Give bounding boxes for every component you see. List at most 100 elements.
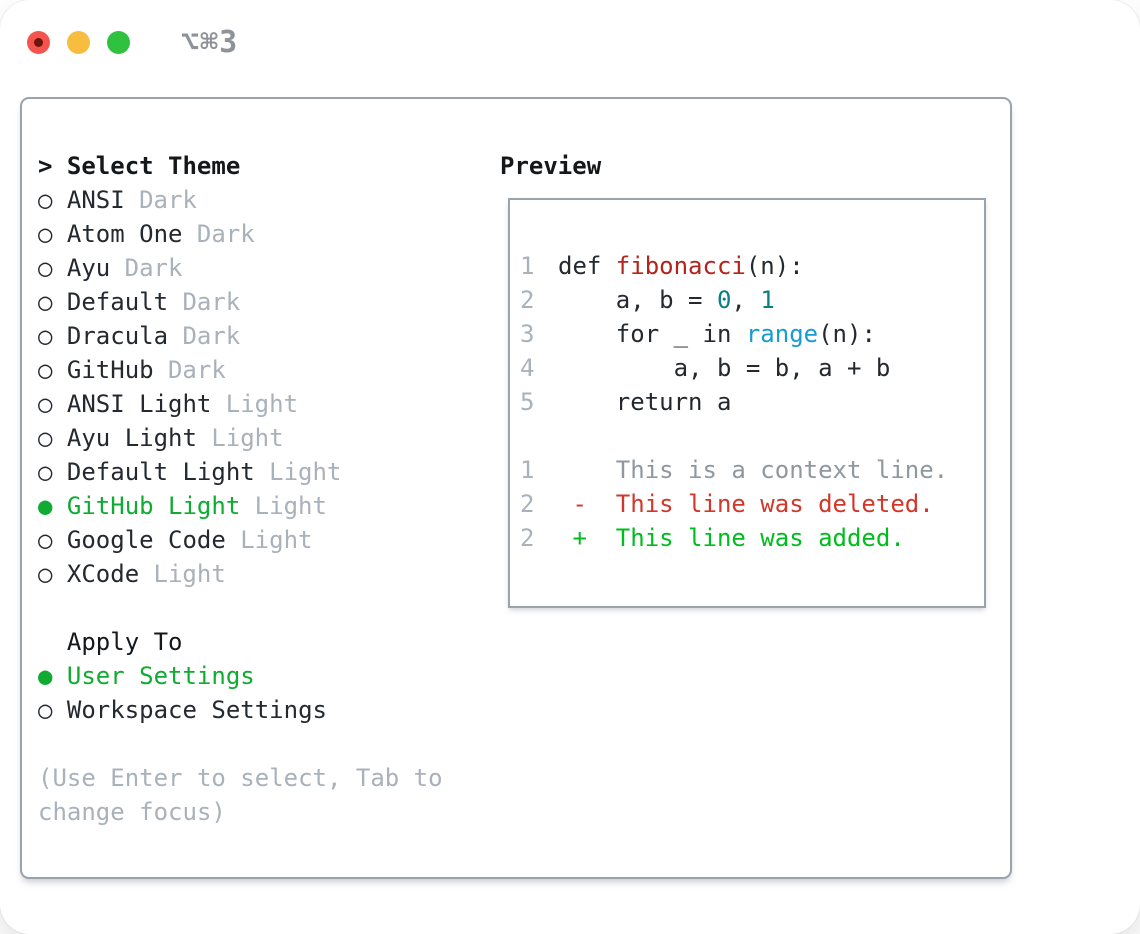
- theme-option-label: GitHub: [66, 356, 154, 384]
- code-lines: 1 def fibonacci(n): 2 a, b = 0, 1 3 for _…: [520, 249, 984, 555]
- theme-variant-tag: Dark: [182, 288, 241, 316]
- apply-to-option-label: Workspace Settings: [66, 696, 327, 724]
- code-line-content: + This line was added.: [558, 524, 905, 552]
- theme-variant-tag: Light: [211, 424, 284, 452]
- line-number: 4: [520, 354, 535, 382]
- theme-option[interactable]: ○ Google Code Light: [38, 523, 443, 557]
- apply-to-option[interactable]: ● User Settings: [38, 659, 443, 693]
- line-number: 1: [520, 456, 535, 484]
- close-button[interactable]: [27, 31, 50, 54]
- line-number: 2: [520, 490, 535, 518]
- code-line: 1 This is a context line.: [520, 453, 984, 487]
- theme-variant-tag: Light: [254, 492, 327, 520]
- theme-option[interactable]: ○ Atom One Dark: [38, 217, 443, 251]
- radio-icon: ○: [38, 458, 53, 486]
- line-number: 2: [520, 286, 535, 314]
- code-line-content: a, b = b, a + b: [558, 354, 891, 382]
- minimize-button[interactable]: [67, 31, 90, 54]
- radio-icon: ○: [38, 696, 53, 724]
- theme-option-label: Google Code: [66, 526, 226, 554]
- code-line-content: return a: [558, 388, 732, 416]
- theme-option-label: Atom One: [66, 220, 183, 248]
- close-modified-dot-icon: [34, 38, 43, 47]
- radio-icon: ○: [38, 322, 53, 350]
- theme-variant-tag: Light: [153, 560, 226, 588]
- theme-option[interactable]: ○ Ayu Light Light: [38, 421, 443, 455]
- code-line: 1 def fibonacci(n):: [520, 249, 984, 283]
- code-line: 4 a, b = b, a + b: [520, 351, 984, 385]
- theme-option[interactable]: ○ Ayu Dark: [38, 251, 443, 285]
- code-line: 2 - This line was deleted.: [520, 487, 984, 521]
- theme-variant-tag: Light: [240, 526, 313, 554]
- radio-icon: ●: [38, 662, 53, 690]
- code-line-content: def fibonacci(n):: [558, 252, 804, 280]
- theme-option[interactable]: ○ Default Light Light: [38, 455, 443, 489]
- title-bar: ⌥⌘3: [27, 25, 238, 60]
- radio-icon: ○: [38, 254, 53, 282]
- apply-to-option-label: User Settings: [66, 662, 255, 690]
- line-number: 2: [520, 524, 535, 552]
- apply-to-header: Apply To: [38, 625, 443, 659]
- theme-option-label: GitHub Light: [66, 492, 241, 520]
- code-preview-box: 1 def fibonacci(n): 2 a, b = 0, 1 3 for _…: [508, 198, 986, 608]
- code-line: 2 a, b = 0, 1: [520, 283, 984, 317]
- code-line-content: This is a context line.: [558, 456, 949, 484]
- theme-option-label: Ayu: [66, 254, 111, 282]
- line-number: 1: [520, 252, 535, 280]
- code-line: 5 return a: [520, 385, 984, 419]
- code-line-content: for _ in range(n):: [558, 320, 876, 348]
- select-theme-title: Select Theme: [66, 152, 241, 180]
- theme-variant-tag: Dark: [139, 186, 197, 214]
- theme-option[interactable]: ● GitHub Light Light: [38, 489, 443, 523]
- radio-icon: ○: [38, 560, 53, 588]
- line-number: 3: [520, 320, 535, 348]
- radio-icon: ○: [38, 390, 53, 418]
- theme-variant-tag: Dark: [196, 220, 255, 248]
- theme-option-label: ANSI: [66, 186, 125, 214]
- radio-icon: ○: [38, 424, 53, 452]
- radio-icon: ○: [38, 356, 53, 384]
- code-line: 3 for _ in range(n):: [520, 317, 984, 351]
- spacer: [38, 727, 443, 761]
- theme-option[interactable]: ○ Dracula Dark: [38, 319, 443, 353]
- maximize-button[interactable]: [107, 31, 130, 54]
- theme-variant-tag: Light: [269, 458, 342, 486]
- preview-title: Preview: [500, 152, 602, 180]
- theme-option-label: Default Light: [66, 458, 255, 486]
- window-title: ⌥⌘3: [181, 25, 239, 60]
- theme-option-label: Dracula: [66, 322, 169, 350]
- line-number: 5: [520, 388, 535, 416]
- help-text-line-2: change focus): [38, 798, 226, 826]
- theme-option-label: XCode: [66, 560, 140, 588]
- code-line: 2 + This line was added.: [520, 521, 984, 555]
- help-text-line-1: (Use Enter to select, Tab to: [38, 764, 443, 792]
- theme-option-label: Default: [66, 288, 169, 316]
- theme-variant-tag: Dark: [182, 322, 241, 350]
- theme-variant-tag: Dark: [124, 254, 183, 282]
- theme-option[interactable]: ○ GitHub Dark: [38, 353, 443, 387]
- theme-variant-tag: Dark: [167, 356, 226, 384]
- code-line-content: - This line was deleted.: [558, 490, 934, 518]
- select-theme-header: >Select Theme: [38, 149, 443, 183]
- theme-option[interactable]: ○ ANSI Light Light: [38, 387, 443, 421]
- radio-icon: ○: [38, 288, 53, 316]
- code-line: [520, 419, 984, 453]
- theme-option[interactable]: ○ ANSI Dark: [38, 183, 443, 217]
- radio-icon: ○: [38, 526, 53, 554]
- theme-option-label: Ayu Light: [66, 424, 197, 452]
- radio-icon: ○: [38, 186, 53, 214]
- apply-to-title: Apply To: [66, 628, 183, 656]
- theme-variant-tag: Light: [225, 390, 299, 418]
- apply-to-list: ● User Settings ○ Workspace Settings: [38, 659, 443, 727]
- radio-icon: ○: [38, 220, 53, 248]
- spacer: [38, 591, 443, 625]
- theme-option[interactable]: ○ XCode Light: [38, 557, 443, 591]
- apply-to-option[interactable]: ○ Workspace Settings: [38, 693, 443, 727]
- radio-icon: ●: [38, 492, 53, 520]
- theme-option-label: ANSI Light: [66, 390, 212, 418]
- theme-option[interactable]: ○ Default Dark: [38, 285, 443, 319]
